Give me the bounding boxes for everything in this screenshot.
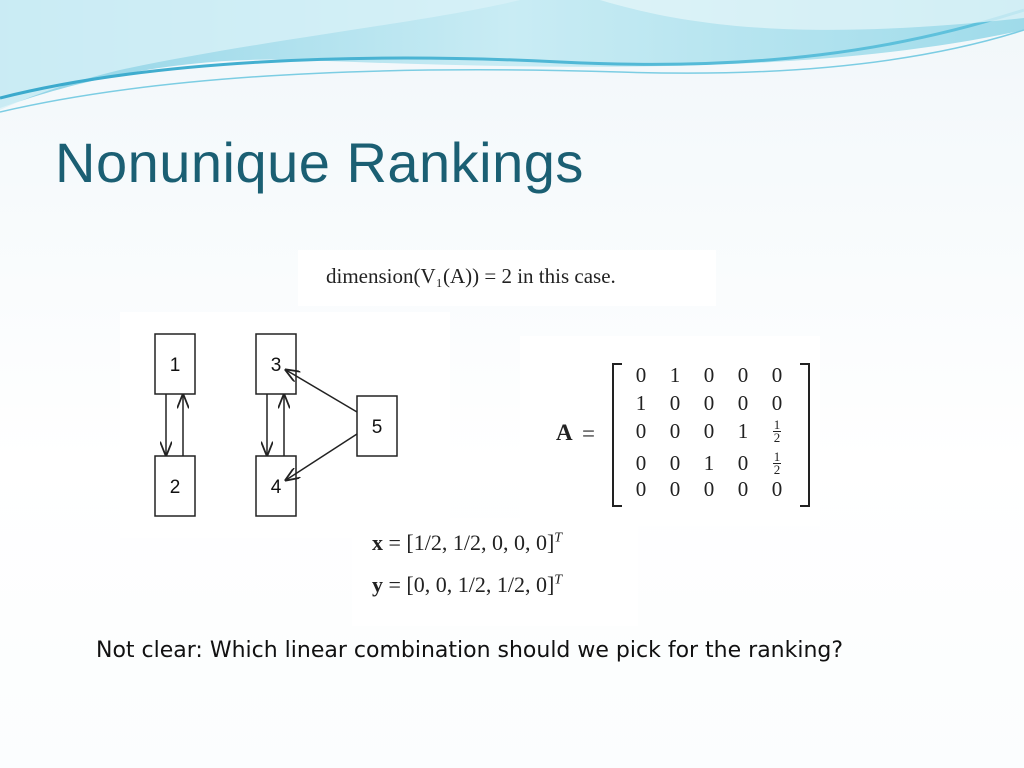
matrix-cell-r1-c1: 0 xyxy=(635,363,647,387)
matrix-left-bracket xyxy=(612,363,622,507)
matrix-cell-r2-c2: 0 xyxy=(669,391,681,415)
matrix-cell-r5-c1: 0 xyxy=(635,477,647,501)
matrix-panel xyxy=(520,336,820,526)
matrix-cell-r3-c4: 1 xyxy=(737,419,749,443)
matrix-right-bracket xyxy=(800,363,810,507)
vectors-panel xyxy=(352,518,638,626)
vector-x-equation: x = [1/2, 1/2, 0, 0, 0]T xyxy=(372,530,562,556)
vector-y-label: y xyxy=(372,572,383,597)
matrix-cell-r3-c3: 0 xyxy=(703,419,715,443)
matrix-cell-r5-c4: 0 xyxy=(737,477,749,501)
header-wave-decoration xyxy=(0,0,1024,113)
matrix-cell-r1-c2: 1 xyxy=(669,363,681,387)
slide-title: Nonunique Rankings xyxy=(55,131,584,194)
vector-x-transpose: T xyxy=(554,530,563,546)
matrix-cell-r2-c4: 0 xyxy=(737,391,749,415)
matrix-cell-r3-c1: 0 xyxy=(635,419,647,443)
matrix-cell-r1-c4: 0 xyxy=(737,363,749,387)
vector-x-value: = [1/2, 1/2, 0, 0, 0] xyxy=(388,530,555,555)
matrix-cell-r1-c5: 0 xyxy=(771,363,783,387)
matrix-cell-r3-c2: 0 xyxy=(669,419,681,443)
matrix-equals-sign: = xyxy=(582,421,595,446)
dimension-statement: dimension(V₁(A)) = 2 in this case. xyxy=(326,264,616,288)
vector-x-label: x xyxy=(372,530,383,555)
vector-y-equation: y = [0, 0, 1/2, 1/2, 0]T xyxy=(372,572,562,598)
matrix-cell-r1-c3: 0 xyxy=(703,363,715,387)
matrix-cell-r4-c2: 0 xyxy=(669,451,681,475)
edge-5-to-3 xyxy=(286,370,358,413)
node-label-1: 1 xyxy=(170,355,181,376)
matrix-label: A xyxy=(556,420,573,445)
node-label-5: 5 xyxy=(372,417,383,438)
graph-node-5 xyxy=(356,395,398,457)
matrix-cell-r2-c1: 1 xyxy=(635,391,647,415)
edge-5-to-4 xyxy=(286,433,358,480)
matrix-cell-r4-c1: 0 xyxy=(635,451,647,475)
vector-y-transpose: T xyxy=(554,572,563,588)
link-graph-diagram: 1 2 3 4 5 xyxy=(154,333,398,517)
matrix-cell-r4-c3: 1 xyxy=(703,451,715,475)
matrix-cell-r4-c4: 0 xyxy=(737,451,749,475)
dimension-panel xyxy=(298,250,716,306)
graph-node-3 xyxy=(255,333,297,395)
matrix-cell-r2-c5: 0 xyxy=(771,391,783,415)
matrix-cell-r5-c5: 0 xyxy=(771,477,783,501)
matrix-cell-r2-c3: 0 xyxy=(703,391,715,415)
ranking-question: Not clear: Which linear combination shou… xyxy=(96,638,844,663)
matrix-cell-r5-c3: 0 xyxy=(703,477,715,501)
node-label-3: 3 xyxy=(271,355,282,376)
graph-node-4 xyxy=(255,455,297,517)
vector-y-value: = [0, 0, 1/2, 1/2, 0] xyxy=(388,572,555,597)
node-label-4: 4 xyxy=(271,477,282,498)
graph-node-2 xyxy=(154,455,196,517)
graph-node-1 xyxy=(154,333,196,395)
graph-panel xyxy=(120,312,450,538)
node-label-2: 2 xyxy=(170,477,181,498)
matrix-cell-r5-c2: 0 xyxy=(669,477,681,501)
